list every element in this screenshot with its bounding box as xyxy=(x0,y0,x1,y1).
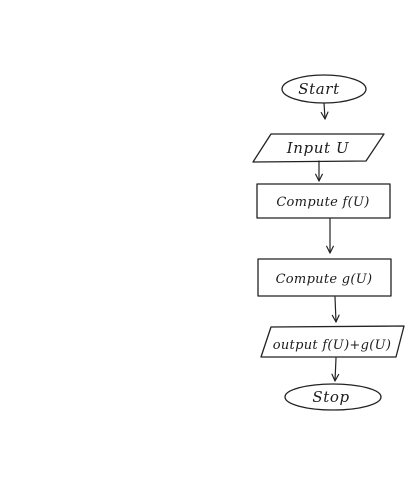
stop-label: Stop xyxy=(312,388,349,406)
node-compute-g: Compute g(U) xyxy=(257,258,392,297)
start-terminal-shape xyxy=(281,74,367,104)
edge-output-to-stop xyxy=(331,357,340,382)
node-compute-f: Compute f(U) xyxy=(256,183,391,219)
compute-f-label: Compute f(U) xyxy=(276,195,369,210)
input-label: Input U xyxy=(286,139,350,157)
compute-g-process-shape xyxy=(257,258,392,297)
output-io-shape xyxy=(260,325,405,358)
edge-compute-g-to-output xyxy=(331,296,340,323)
edge-start-to-input xyxy=(320,102,329,120)
compute-f-process-shape xyxy=(256,183,391,219)
start-label: Start xyxy=(298,80,340,98)
output-label: output f(U)+g(U) xyxy=(273,338,392,353)
node-start: Start xyxy=(281,74,367,104)
input-io-shape xyxy=(252,133,385,163)
node-input: Input U xyxy=(252,133,385,163)
stop-terminal-shape xyxy=(284,383,382,411)
compute-g-label: Compute g(U) xyxy=(276,272,373,287)
flow-edges xyxy=(315,102,340,382)
node-output: output f(U)+g(U) xyxy=(260,325,405,358)
node-stop: Stop xyxy=(284,383,382,411)
